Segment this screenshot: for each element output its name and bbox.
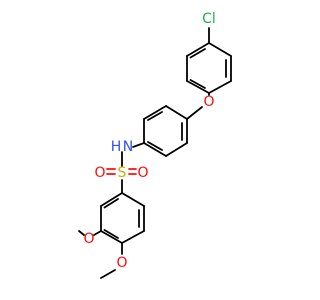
- bond: [103, 229, 119, 239]
- bond: [189, 48, 206, 59]
- bond: [100, 230, 123, 244]
- bond: [147, 141, 163, 151]
- molecule-structure-diagram: Cl O N H S O O O O: [78, 11, 232, 279]
- phenylene-ring: [143, 105, 188, 157]
- bond: [100, 192, 123, 207]
- bond: [208, 42, 232, 57]
- bond: [121, 192, 145, 207]
- methoxy-oxygen-4-label: O: [116, 255, 127, 271]
- ether-oxygen-label: O: [203, 94, 214, 110]
- bond: [208, 80, 232, 94]
- sulfonyl-oxygen-right-label: O: [137, 165, 148, 181]
- bond: [143, 105, 167, 120]
- bond: [143, 142, 167, 157]
- bond: [165, 142, 188, 157]
- bond: [165, 105, 188, 120]
- bond: [189, 79, 206, 89]
- structure-svg: Cl O N H S O O O O: [78, 11, 232, 279]
- bond: [186, 42, 210, 57]
- bond: [186, 80, 210, 94]
- amine-nitrogen-label: N: [123, 139, 133, 155]
- bond: [103, 198, 119, 209]
- bond-ome4-ch3: [100, 269, 116, 279]
- amine-hydrogen-label: H: [111, 139, 122, 155]
- bond-o-ether-c: [186, 106, 203, 120]
- sulfonyl-oxygen-left-label: O: [94, 165, 105, 181]
- dimethoxyphenyl-ring: [100, 192, 145, 244]
- bond: [121, 230, 145, 244]
- chlorine-atom-label: Cl: [202, 11, 216, 27]
- methoxy-oxygen-3-label: O: [83, 231, 94, 247]
- sulfur-atom-label: S: [118, 165, 127, 181]
- bond-c-n: [132, 142, 145, 148]
- bond-ome3-ch3: [78, 230, 85, 236]
- bond-c-ome3: [93, 230, 102, 236]
- chlorophenyl-ring: [186, 42, 232, 94]
- bond: [147, 111, 163, 121]
